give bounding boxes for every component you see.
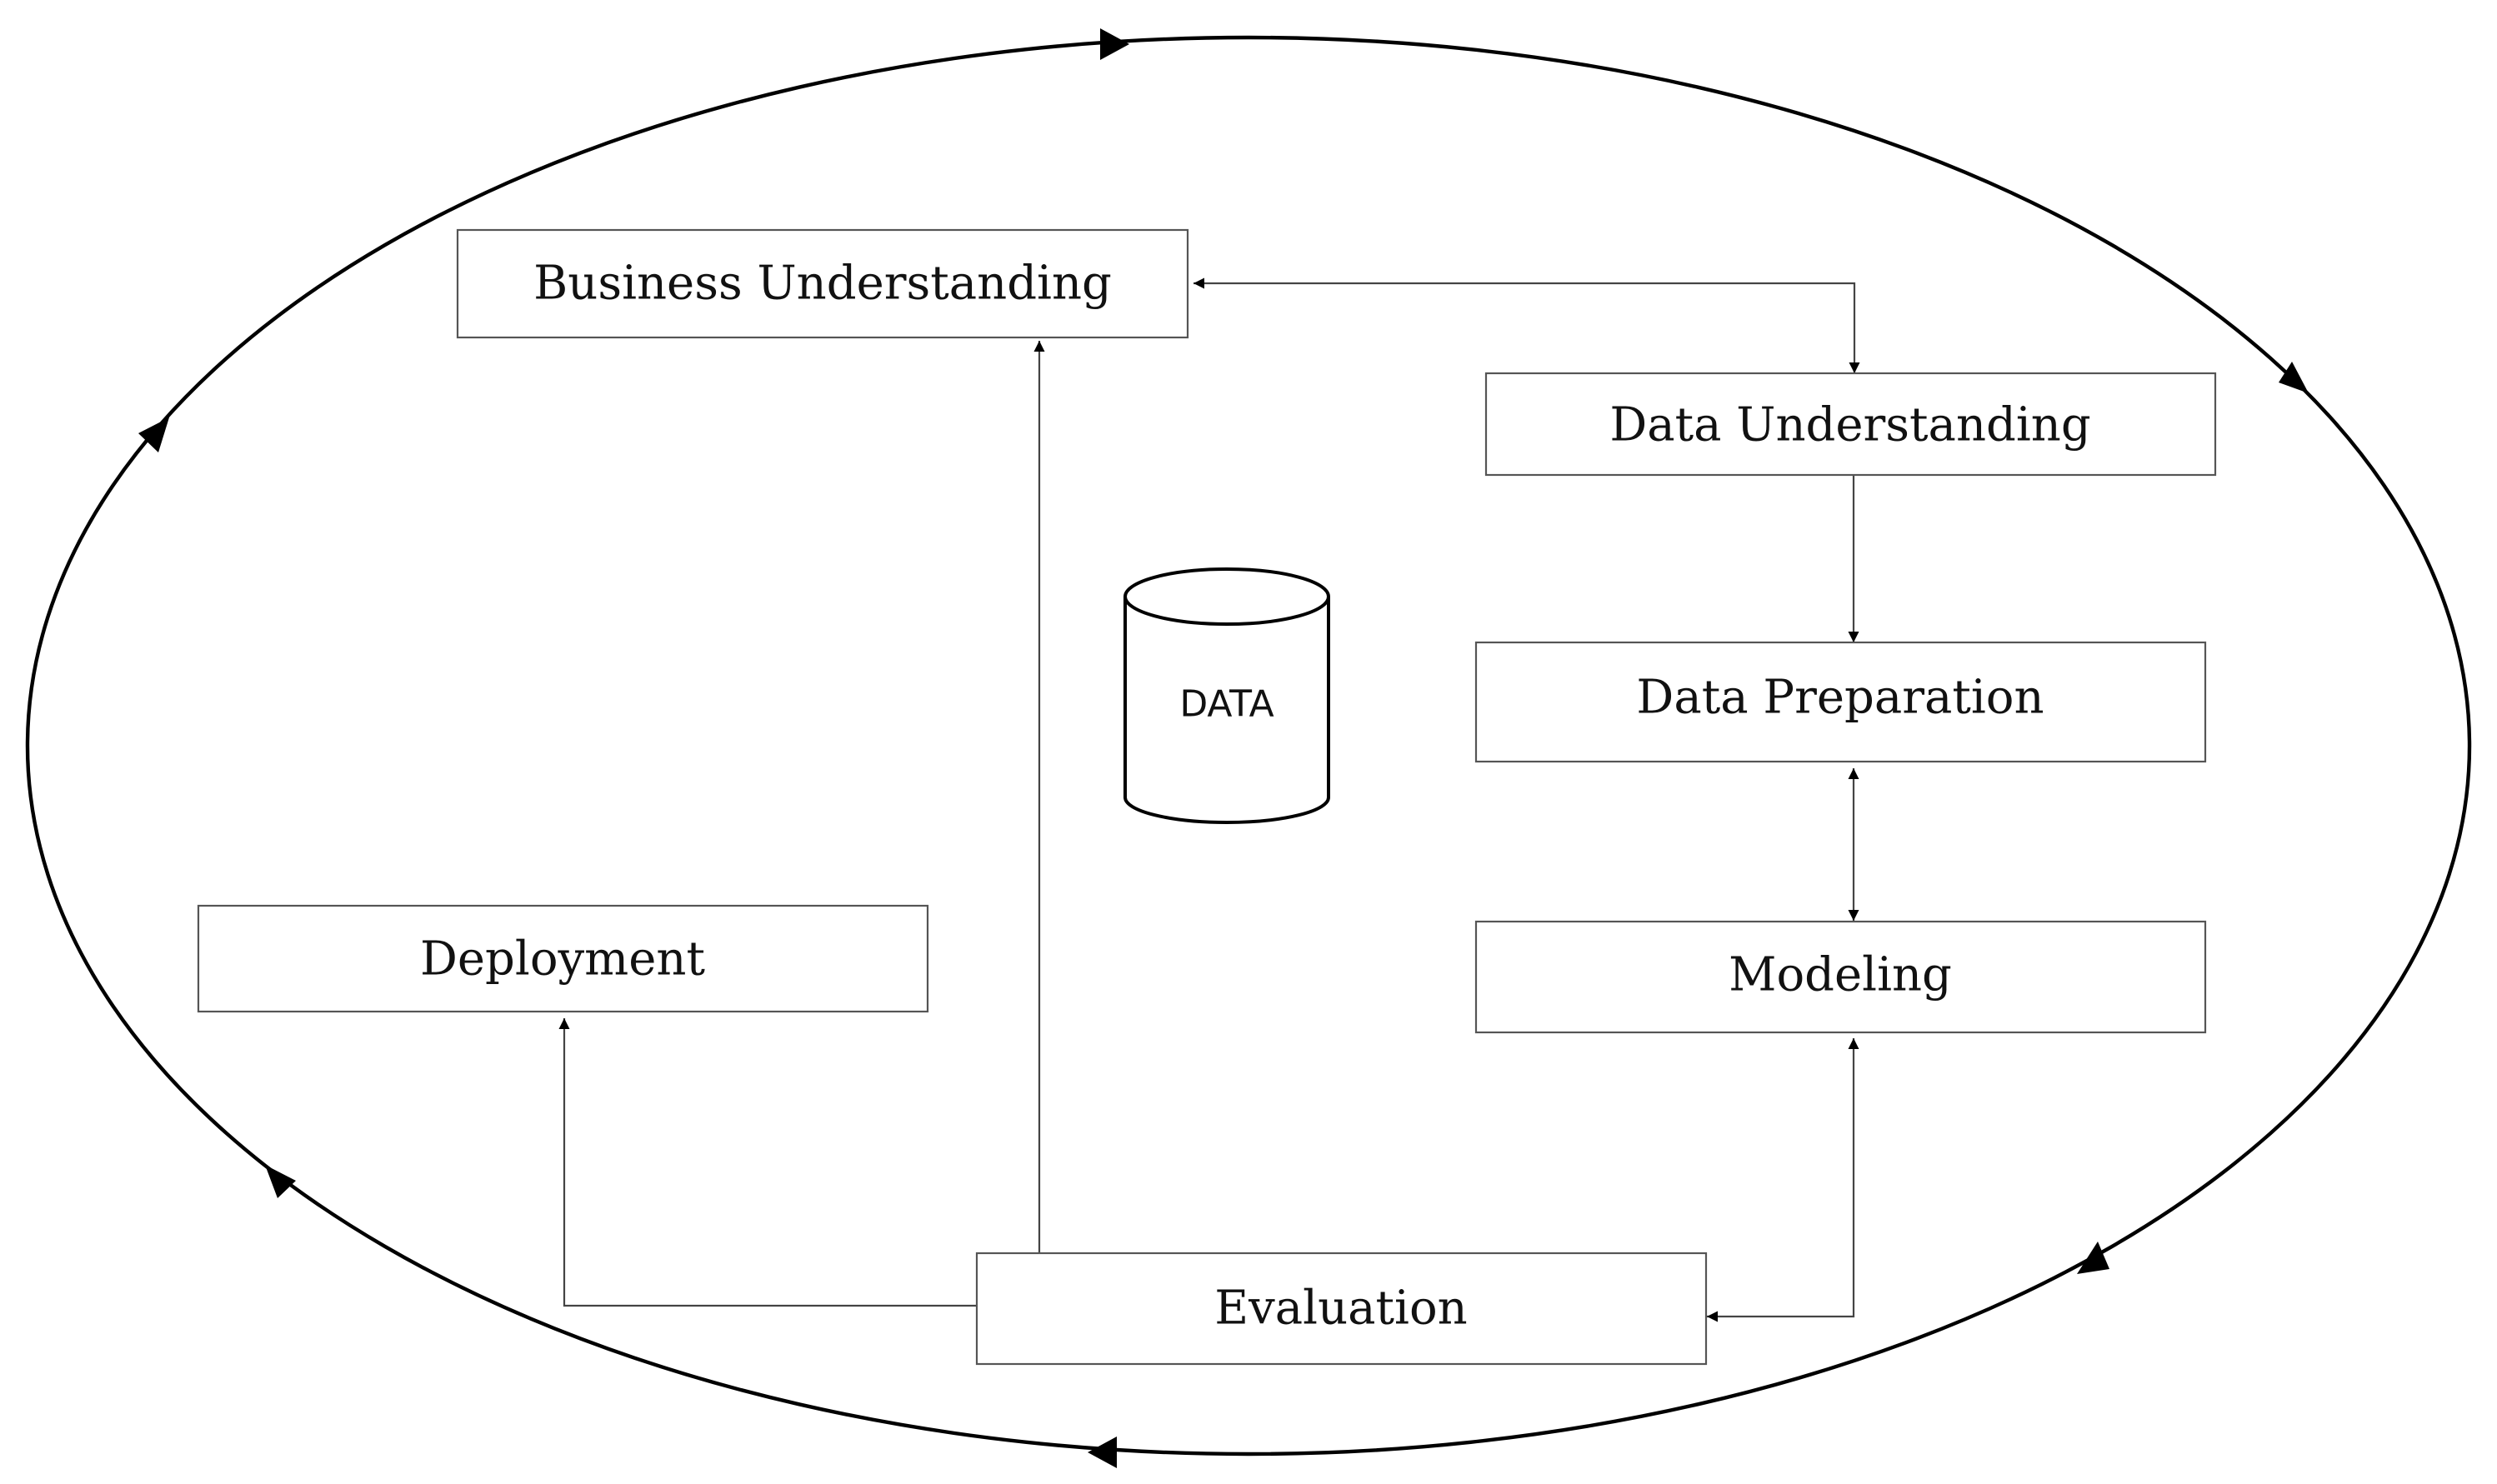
stage-deployment: Deployment: [197, 904, 929, 1013]
cycle-arrow-upper-right: [2279, 362, 2309, 393]
stage-label: Deployment: [420, 932, 705, 987]
stage-data-understanding: Data Understanding: [1484, 372, 2217, 477]
stage-label: Data Understanding: [1609, 398, 2090, 452]
stage-label: Modeling: [1729, 948, 1952, 1002]
stage-label: Evaluation: [1214, 1282, 1467, 1336]
stage-box: [456, 228, 1189, 339]
data-store: DATA: [1123, 567, 1330, 824]
stage-box: [1474, 920, 2207, 1034]
connector-modeling-evaluation: [1707, 1038, 1859, 1322]
stage-box: [1484, 372, 2217, 477]
stage-data-preparation: Data Preparation: [1474, 641, 2207, 763]
cycle-direction-arrows: [138, 28, 2309, 1468]
stage-label: Data Preparation: [1636, 671, 2044, 725]
cycle-arrow-lower-left: [265, 1165, 296, 1198]
data-store-label: DATA: [1179, 683, 1274, 726]
stage-box: [975, 1252, 1708, 1366]
stage-modeling: Modeling: [1474, 920, 2207, 1034]
data-store-cylinder-body: [1123, 597, 1330, 824]
data-store-cylinder-top: [1123, 567, 1330, 626]
process-cycle-ellipse: [25, 35, 2472, 1457]
stage-box: [197, 904, 929, 1013]
cycle-arrow-top: [1100, 28, 1129, 60]
cycle-arrow-lower-right: [2077, 1242, 2109, 1274]
connector-evaluation-deployment: [558, 1018, 976, 1307]
stage-label: Business Understanding: [533, 257, 1112, 311]
connector-business-data-understanding: [1193, 277, 1860, 373]
stage-evaluation: Evaluation: [975, 1252, 1708, 1366]
cycle-arrow-bottom: [1088, 1437, 1117, 1468]
cycle-arrow-upper-left: [138, 417, 169, 452]
stage-business-understanding: Business Understanding: [456, 228, 1189, 339]
flow-connectors: [558, 277, 1860, 1322]
stage-box: [1474, 641, 2207, 763]
